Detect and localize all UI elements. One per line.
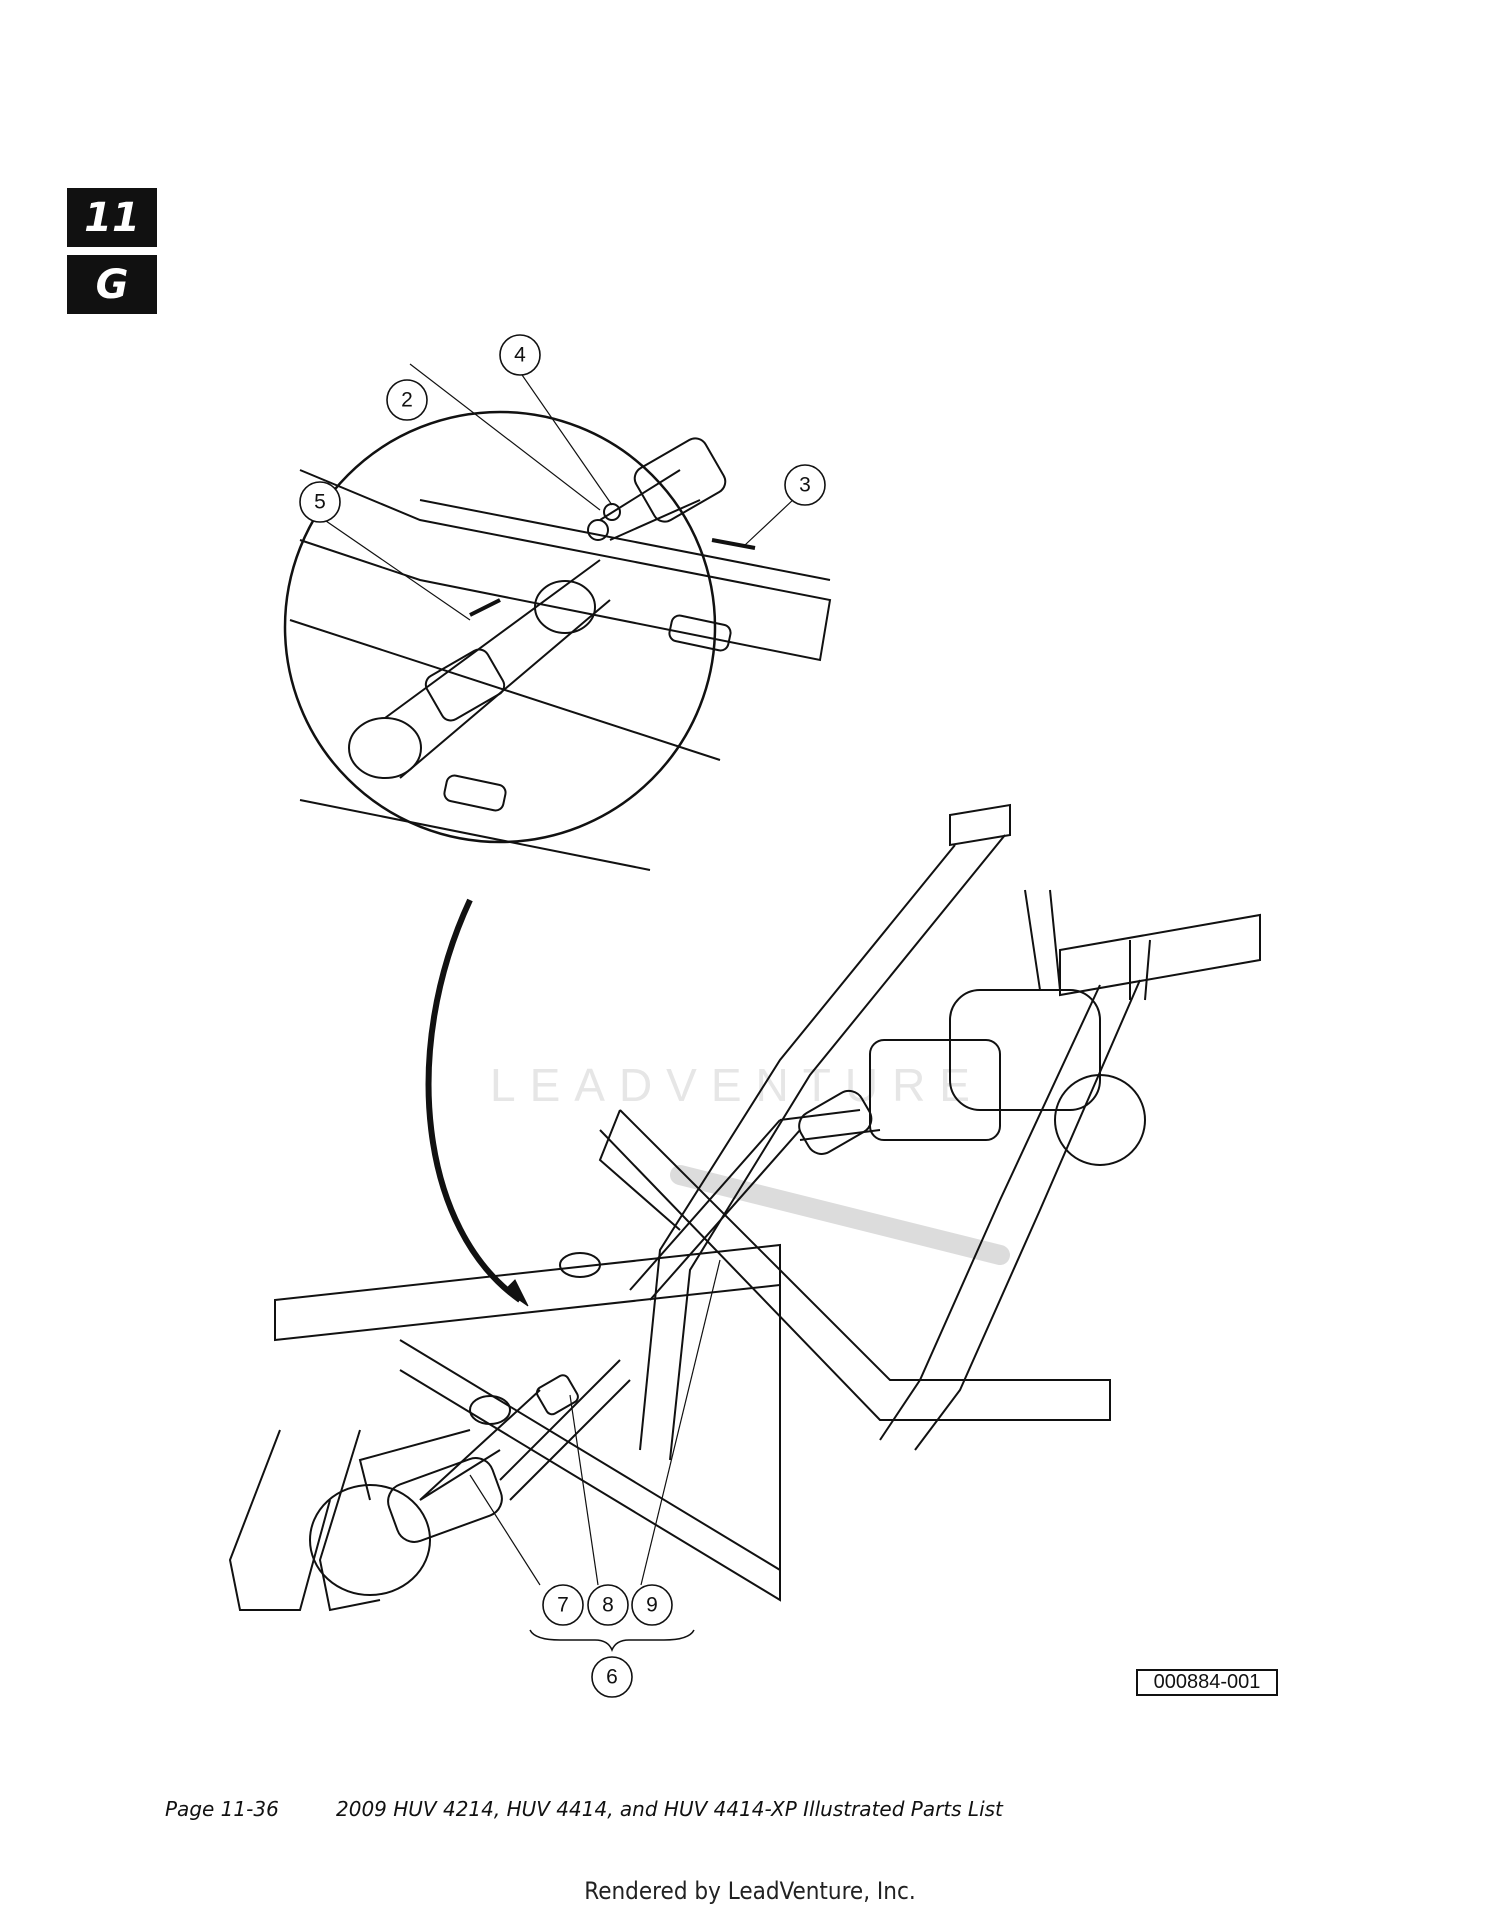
- callout-circle-4: [499, 334, 541, 376]
- callout-label-7: 7: [557, 1594, 569, 1617]
- callout-label-8: 8: [602, 1594, 614, 1617]
- section-tab: G: [67, 255, 157, 314]
- callout-circle-6: [591, 1656, 633, 1698]
- callout-circle-8: [587, 1584, 629, 1626]
- detail-circle: [283, 410, 717, 844]
- watermark: LEADVENTURE: [490, 1059, 984, 1111]
- callout-circle-5: [299, 481, 341, 523]
- callout-circle-2: [386, 379, 428, 421]
- figure-id-box: 000884-001: [1136, 1669, 1278, 1696]
- callout-label-9: 9: [646, 1594, 658, 1617]
- rendered-by-credit: Rendered by LeadVenture, Inc.: [584, 1877, 916, 1905]
- callout-circle-7: [542, 1584, 584, 1626]
- callout-label-6: 6: [606, 1666, 618, 1689]
- callout-label-4: 4: [514, 344, 526, 367]
- callout-label-5: 5: [314, 491, 326, 514]
- callout-circle-3: [784, 464, 826, 506]
- callout-circle-9: [631, 1584, 673, 1626]
- footer-document-title: 2009 HUV 4214, HUV 4414, and HUV 4414-XP…: [336, 1797, 1003, 1821]
- footer-page-number: Page 11-36: [165, 1797, 279, 1821]
- callout-label-3: 3: [799, 474, 811, 497]
- chapter-tab: 11: [67, 188, 157, 247]
- callout-label-2: 2: [401, 389, 413, 412]
